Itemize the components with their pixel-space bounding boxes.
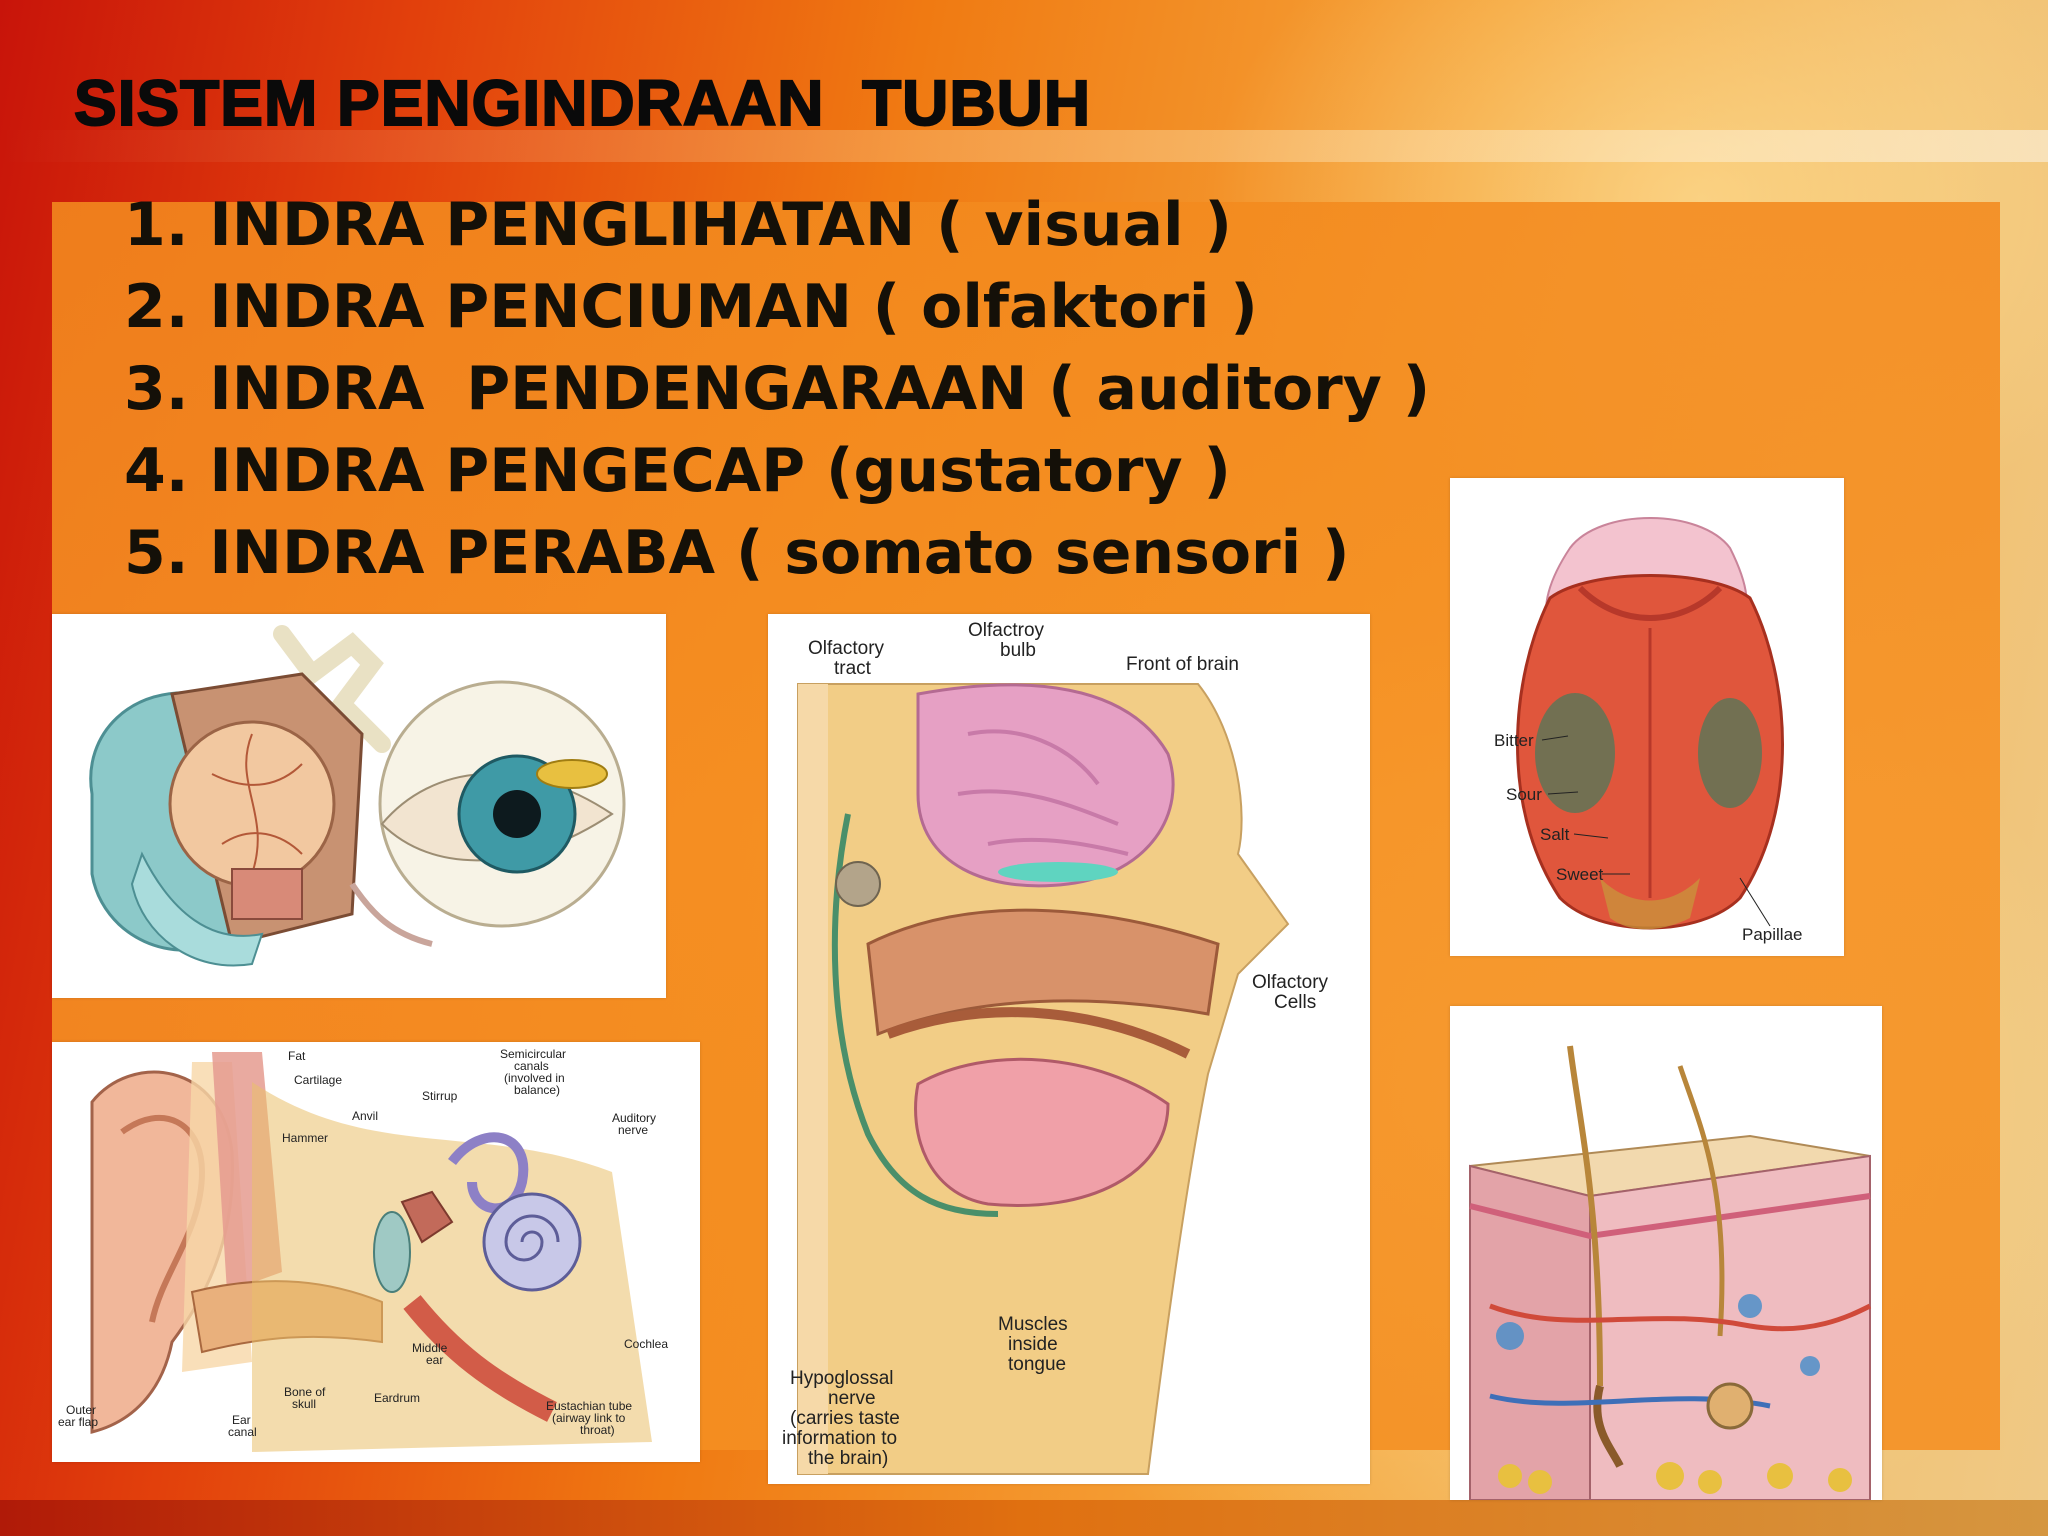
- tongue-taste-map-icon: Bitter Sour Salt Sweet Papillae: [1494, 517, 1803, 944]
- decorative-bottom-band: [0, 1500, 2048, 1536]
- sense-item-olfactory: 2. INDRA PENCIUMAN ( olfaktori ): [124, 272, 1258, 342]
- eye-anatomy-image: [52, 614, 666, 998]
- ear-anatomy-icon: Fat Cartilage Stirrup Semicircular canal…: [58, 1047, 668, 1452]
- ear-label-auditory-nerve-2: nerve: [618, 1123, 648, 1137]
- nose-label-muscles-3: tongue: [1008, 1354, 1066, 1375]
- ear-labels: Fat Cartilage Stirrup Semicircular canal…: [58, 1047, 668, 1439]
- tongue-label-bitter: Bitter: [1494, 731, 1534, 750]
- nose-label-muscles-1: Muscles: [998, 1314, 1068, 1335]
- nose-label-hypoglossal-3: (carries taste: [790, 1408, 900, 1429]
- ear-label-ear-canal-1: Ear: [232, 1413, 251, 1427]
- ear-label-eustachian-2: (airway link to: [552, 1411, 626, 1425]
- ear-label-cochlea: Cochlea: [624, 1337, 668, 1351]
- ear-label-eustachian-1: Eustachian tube: [546, 1399, 632, 1413]
- ear-label-eustachian-3: throat): [580, 1423, 615, 1437]
- ear-label-middle-ear-1: Middle: [412, 1341, 448, 1355]
- tongue-label-sweet: Sweet: [1556, 865, 1604, 884]
- nose-label-front-of-brain: Front of brain: [1126, 654, 1239, 675]
- ear-label-bone-of-skull-1: Bone of: [284, 1385, 326, 1399]
- ear-label-fat: Fat: [288, 1049, 306, 1063]
- nose-label-olfactory-tract-2: tract: [834, 658, 872, 679]
- tongue-label-papillae: Papillae: [1742, 925, 1803, 944]
- ear-label-auditory-nerve-1: Auditory: [612, 1111, 656, 1125]
- slide-title: SISTEM PENGINDRAAN TUBUH: [73, 66, 1092, 140]
- ear-label-eardrum: Eardrum: [374, 1391, 420, 1405]
- skin-cross-section-image: [1450, 1006, 1882, 1500]
- nose-label-hypoglossal-1: Hypoglossal: [790, 1368, 894, 1389]
- sense-item-somatosensory: 5. INDRA PERABA ( somato sensori ): [124, 518, 1350, 588]
- ear-label-semicircular-1: Semicircular: [500, 1047, 566, 1061]
- ear-label-outer-ear-flap-1: Outer: [66, 1403, 96, 1417]
- nose-label-olfactory-cells-2: Cells: [1274, 992, 1316, 1013]
- ear-label-cartilage: Cartilage: [294, 1073, 342, 1087]
- ear-label-bone-of-skull-2: skull: [292, 1397, 316, 1411]
- tongue-label-salt: Salt: [1540, 825, 1570, 844]
- ear-label-outer-ear-flap-2: ear flap: [58, 1415, 98, 1429]
- skin-cross-section-icon: [1469, 1045, 1872, 1500]
- nose-label-olfactory-bulb-2: bulb: [1000, 640, 1036, 661]
- nose-label-hypoglossal-5: the brain): [808, 1448, 888, 1469]
- tongue-label-sour: Sour: [1506, 785, 1542, 804]
- ear-label-semicircular-4: balance): [514, 1083, 560, 1097]
- tongue-labels: Bitter Sour Salt Sweet Papillae: [1494, 731, 1803, 944]
- ear-label-stirrup: Stirrup: [422, 1089, 458, 1103]
- eye-anatomy-icon: [89, 625, 626, 967]
- nose-labels: Olfactory tract Olfactroy bulb Front of …: [782, 620, 1329, 1469]
- sense-item-auditory: 3. INDRA PENDENGARAAN ( auditory ): [124, 354, 1431, 424]
- nose-label-muscles-2: inside: [1008, 1334, 1058, 1355]
- ear-label-semicircular-3: (involved in: [504, 1071, 565, 1085]
- ear-label-ear-canal-2: canal: [228, 1425, 257, 1439]
- ear-label-anvil: Anvil: [352, 1109, 378, 1123]
- nose-label-hypoglossal-2: nerve: [828, 1388, 876, 1409]
- nose-label-hypoglossal-4: information to: [782, 1428, 897, 1449]
- sense-item-visual: 1. INDRA PENGLIHATAN ( visual ): [124, 190, 1232, 260]
- sense-list: 1. INDRA PENGLIHATAN ( visual ) 2. INDRA…: [124, 184, 1430, 594]
- tongue-image: Bitter Sour Salt Sweet Papillae: [1450, 478, 1844, 956]
- decorative-light-band: [0, 130, 2048, 162]
- ear-label-middle-ear-2: ear: [426, 1353, 443, 1367]
- ear-label-semicircular-2: canals: [514, 1059, 549, 1073]
- ear-label-hammer: Hammer: [282, 1131, 328, 1145]
- nasal-cavity-icon: Olfactory tract Olfactroy bulb Front of …: [782, 620, 1329, 1475]
- ear-anatomy-image: Fat Cartilage Stirrup Semicircular canal…: [52, 1042, 700, 1462]
- nose-label-olfactory-bulb-1: Olfactroy: [968, 620, 1045, 641]
- nasal-cavity-image: Olfactory tract Olfactroy bulb Front of …: [768, 614, 1370, 1484]
- sense-item-gustatory: 4. INDRA PENGECAP (gustatory ): [124, 436, 1231, 506]
- nose-label-olfactory-tract-1: Olfactory: [808, 638, 885, 659]
- nose-label-olfactory-cells-1: Olfactory: [1252, 972, 1329, 993]
